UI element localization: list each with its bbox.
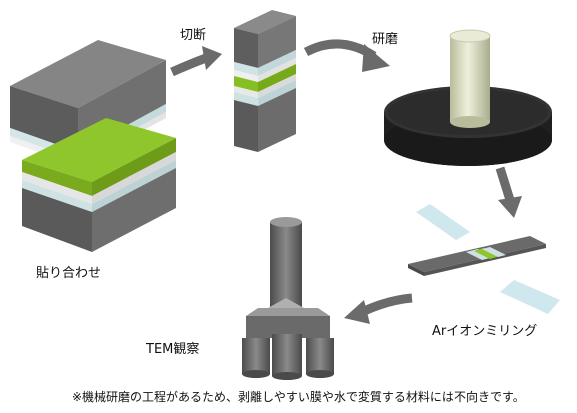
label-tem-observation: TEM観察	[146, 342, 200, 357]
arrow-to-tem	[344, 293, 413, 324]
label-ion-milling: Arイオンミリング	[432, 324, 538, 339]
milling-specimen	[408, 236, 546, 276]
ion-beam-upper	[416, 204, 470, 240]
bonding-blocks	[10, 40, 176, 252]
tem-microscope	[242, 217, 334, 380]
cut-slice	[234, 10, 296, 152]
label-polishing: 研磨	[372, 32, 399, 47]
arrow-to-polishing	[303, 39, 390, 72]
arrow-to-ion-milling	[495, 166, 522, 218]
label-cutting: 切断	[180, 28, 207, 43]
polishing-sample-cylinder	[449, 29, 491, 128]
ion-beam-lower	[500, 280, 560, 314]
footnote: ※機械研磨の工程があるため、剥離しやすい膜や水で変質する材料には不向きです。	[72, 390, 525, 404]
label-bonding: 貼り合わせ	[36, 266, 102, 281]
arrow-to-cutting	[170, 46, 222, 77]
